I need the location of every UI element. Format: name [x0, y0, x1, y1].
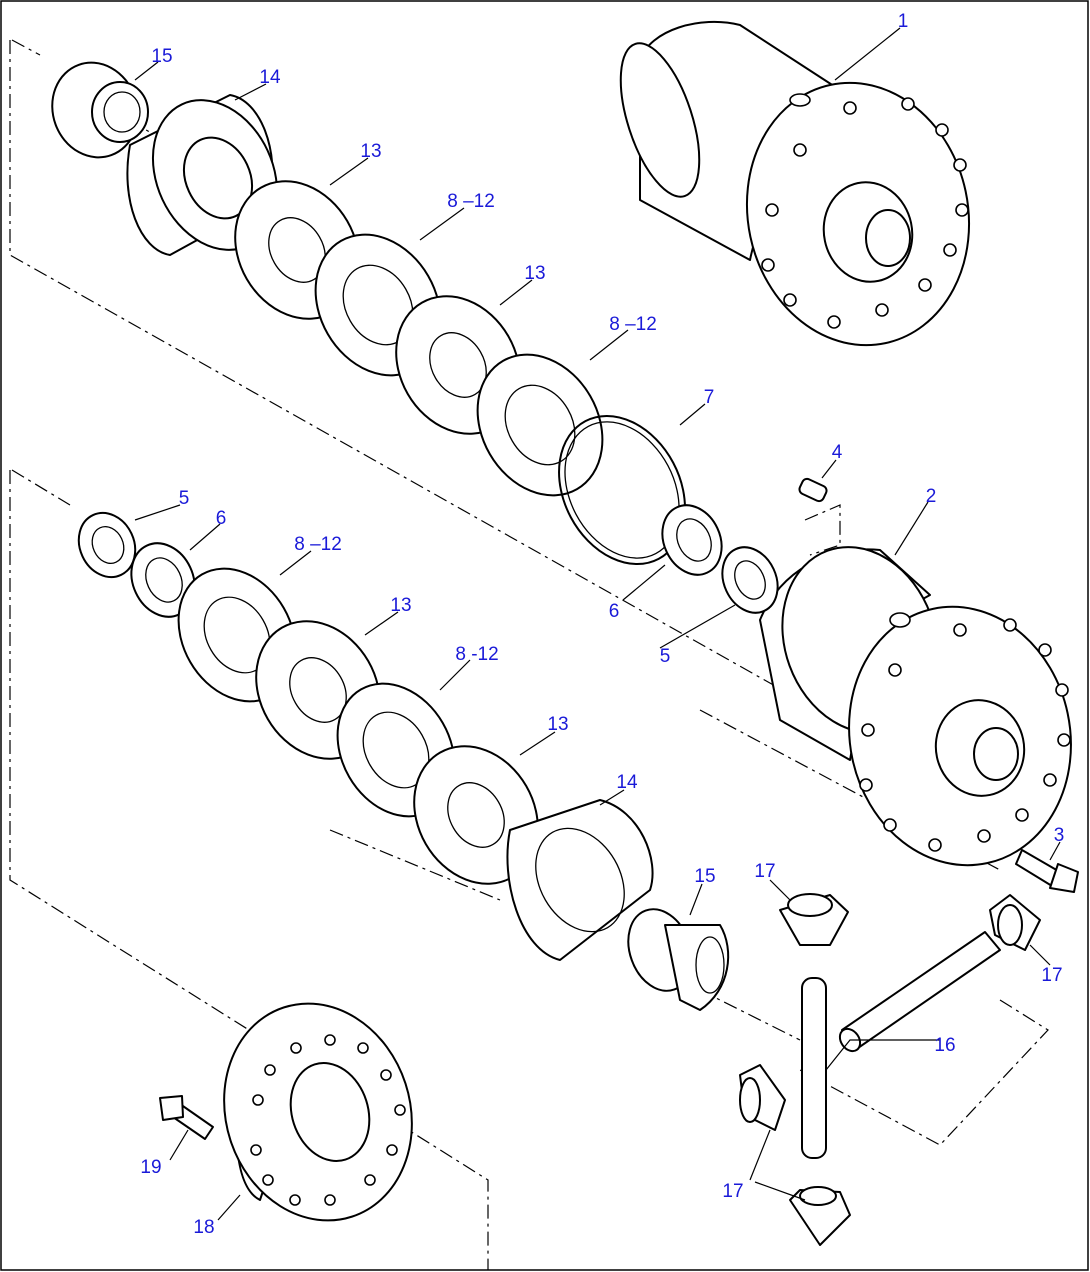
- flange-bolt-holes-upper: [761, 97, 969, 329]
- thrust-washer-5-left: [77, 511, 137, 579]
- callout-label-c13c: 13: [390, 595, 411, 616]
- part-callout-labels: 1 2 3 4 5 5 6 6 7 8 –12 8 –12 8 –12 8 -12 13 13 13 13 14 1…: [140, 11, 1064, 1238]
- pinion-gear-17-left: [739, 1064, 786, 1131]
- pin-4: [798, 477, 828, 503]
- differential-cover-18: [223, 1002, 413, 1222]
- callout-label-c6b: 6: [609, 601, 620, 622]
- callout-leader-lines: [134, 27, 1061, 1221]
- callout-label-c5a: 5: [179, 488, 190, 509]
- side-gear-lower: [627, 908, 730, 1011]
- differential-case-lower: [759, 546, 1072, 867]
- callout-label-c13d: 13: [547, 714, 568, 735]
- thrust-washer-5-right: [721, 546, 779, 614]
- callout-label-c4: 4: [832, 442, 843, 463]
- callout-label-c13b: 13: [524, 263, 545, 284]
- side-gear-upper: [51, 61, 149, 159]
- bolt-19: [159, 1095, 214, 1140]
- pinion-gear-17-bottom: [789, 1186, 851, 1246]
- steel-plate-8-12b: [476, 353, 604, 497]
- callout-label-c8a: 8 –12: [447, 191, 495, 212]
- clutch-housing-lower: [506, 799, 654, 961]
- callout-label-c17c: 17: [722, 1181, 743, 1202]
- callout-label-c5b: 5: [660, 646, 671, 667]
- differential-case-upper: [619, 21, 971, 347]
- snap-ring: [558, 414, 686, 566]
- callout-label-c15b: 15: [694, 866, 715, 887]
- cross-shaft-16: [801, 931, 1001, 1159]
- callout-label-c8c: 8 –12: [294, 534, 342, 555]
- callout-label-c8d: 8 -12: [455, 644, 498, 665]
- pinion-gear-17-top: [779, 893, 849, 946]
- callout-label-c17a: 17: [754, 861, 775, 882]
- pinion-gear-17-right: [989, 894, 1041, 951]
- bearing-6-right: [661, 504, 723, 576]
- bearing-6-left: [130, 542, 196, 618]
- callout-label-c16: 16: [934, 1035, 955, 1056]
- callout-label-c17b: 17: [1041, 965, 1062, 986]
- callout-label-c7: 7: [704, 387, 715, 408]
- flange-bolt-holes-lower: [859, 618, 1071, 852]
- callout-label-c15a: 15: [151, 46, 172, 67]
- callout-label-c19: 19: [140, 1157, 161, 1178]
- callout-label-c14a: 14: [259, 67, 281, 88]
- cover-bolt-holes: [250, 1034, 406, 1206]
- callout-label-c1: 1: [898, 11, 909, 32]
- callout-label-c8b: 8 –12: [609, 314, 657, 335]
- callout-label-c14b: 14: [616, 772, 638, 793]
- callout-label-c18: 18: [193, 1217, 214, 1238]
- bolt-3: [1015, 849, 1079, 893]
- callout-label-c2: 2: [926, 486, 937, 507]
- callout-label-c6a: 6: [216, 508, 227, 529]
- callout-label-c13a: 13: [360, 141, 381, 162]
- callout-label-c3: 3: [1054, 825, 1065, 846]
